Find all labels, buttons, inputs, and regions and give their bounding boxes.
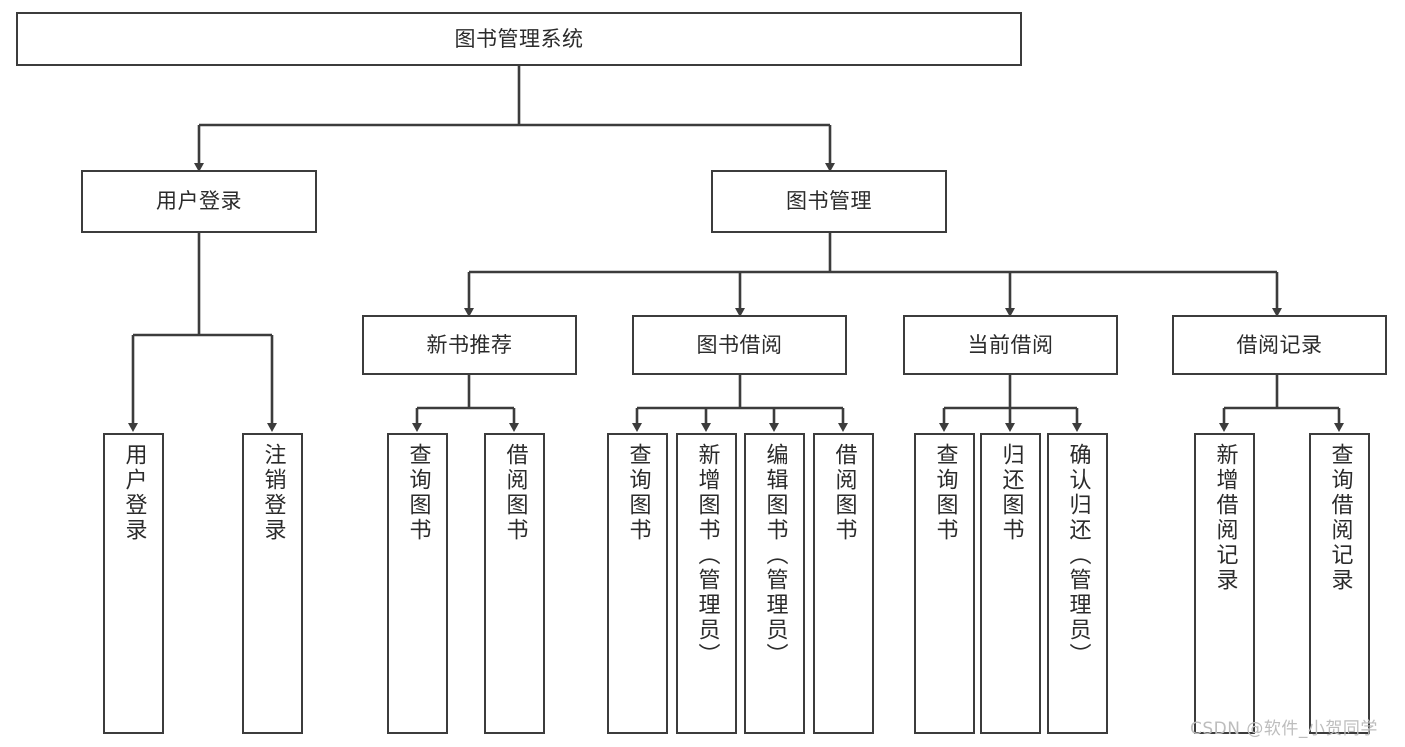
node-label: 查询图书 <box>405 443 431 543</box>
node-user-login[interactable]: 用户登录 <box>81 170 317 233</box>
node-label: 归还图书 <box>998 443 1024 543</box>
leaf-book-borrow-borrow-book[interactable]: 借阅图书 <box>813 433 874 734</box>
node-label: 图书借阅 <box>696 332 783 357</box>
node-label: 当前借阅 <box>967 332 1054 357</box>
leaf-borrow-record-query-record[interactable]: 查询借阅记录 <box>1309 433 1370 734</box>
node-label: 查询图书 <box>625 443 651 543</box>
node-label: 新增借阅记录 <box>1212 443 1238 593</box>
leaf-user-login-login[interactable]: 用户登录 <box>103 433 164 734</box>
leaf-current-borrow-query-book[interactable]: 查询图书 <box>914 433 975 734</box>
leaf-current-borrow-return-book[interactable]: 归还图书 <box>980 433 1041 734</box>
leaf-book-borrow-edit-book-admin[interactable]: 编辑图书（管理员） <box>744 433 805 734</box>
node-label: 查询借阅记录 <box>1327 443 1353 593</box>
node-current-borrow[interactable]: 当前借阅 <box>903 315 1118 375</box>
leaf-book-borrow-query-book[interactable]: 查询图书 <box>607 433 668 734</box>
node-label: 借阅图书 <box>831 443 857 543</box>
leaf-borrow-record-add-record[interactable]: 新增借阅记录 <box>1194 433 1255 734</box>
node-borrow-record[interactable]: 借阅记录 <box>1172 315 1387 375</box>
node-label: 查询图书 <box>932 443 958 543</box>
node-root-book-management-system[interactable]: 图书管理系统 <box>16 12 1022 66</box>
node-label: 借阅记录 <box>1236 332 1323 357</box>
node-label: 用户登录 <box>156 189 242 214</box>
leaf-user-login-logout[interactable]: 注销登录 <box>242 433 303 734</box>
node-label: 注销登录 <box>260 443 286 543</box>
node-label: 图书管理系统 <box>454 26 584 51</box>
node-book-borrow[interactable]: 图书借阅 <box>632 315 847 375</box>
leaf-book-borrow-add-book-admin[interactable]: 新增图书（管理员） <box>676 433 737 734</box>
node-label: 新书推荐 <box>426 332 513 357</box>
watermark-csdn: CSDN @软件_小贺同学 <box>1190 719 1378 739</box>
node-label: 新增图书（管理员） <box>694 443 720 668</box>
node-label: 确认归还（管理员） <box>1065 443 1091 668</box>
node-new-book-recommend[interactable]: 新书推荐 <box>362 315 577 375</box>
leaf-new-book-borrow-book[interactable]: 借阅图书 <box>484 433 545 734</box>
node-label: 借阅图书 <box>502 443 528 543</box>
leaf-new-book-query-book[interactable]: 查询图书 <box>387 433 448 734</box>
node-label: 编辑图书（管理员） <box>762 443 788 668</box>
node-book-management[interactable]: 图书管理 <box>711 170 947 233</box>
node-label: 用户登录 <box>121 443 147 543</box>
leaf-current-borrow-confirm-return-admin[interactable]: 确认归还（管理员） <box>1047 433 1108 734</box>
node-label: 图书管理 <box>786 189 872 214</box>
